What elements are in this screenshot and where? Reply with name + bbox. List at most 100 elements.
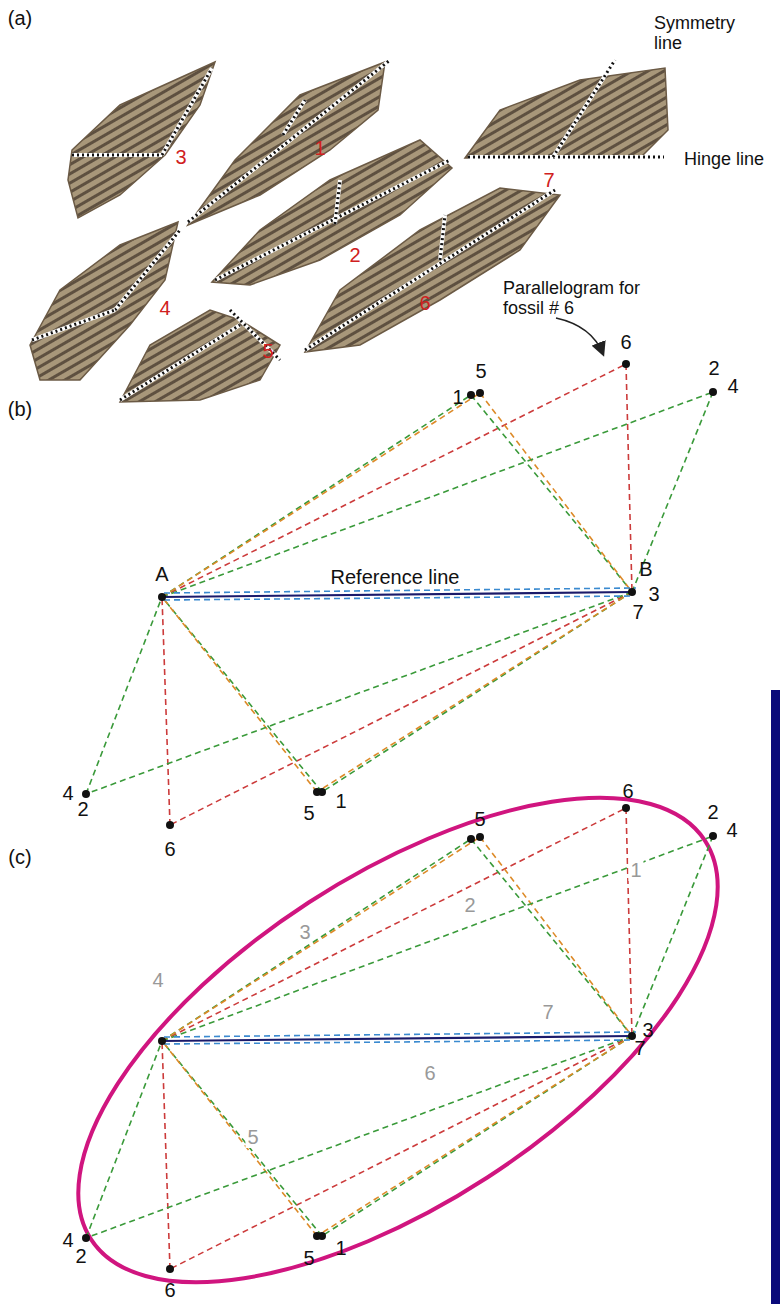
dashed-line [632, 836, 713, 1036]
point-label: (a) [8, 7, 32, 29]
point-dot [166, 821, 174, 829]
dashed-line [162, 597, 170, 825]
dotted-line [335, 180, 340, 224]
point-label: 1 [628, 859, 643, 881]
dashed-line [162, 1041, 317, 1236]
dotted-line [468, 156, 664, 159]
dotted-line [188, 60, 390, 222]
point-label: 2 [462, 894, 477, 916]
point-label: B [639, 558, 652, 580]
dashed-line [626, 364, 632, 592]
point-label: 3 [175, 146, 186, 168]
line-underlay [215, 160, 450, 280]
point-label: (c) [8, 846, 31, 868]
dashed-line [170, 1036, 632, 1269]
dashed-line [480, 393, 632, 592]
reference-line [162, 1036, 632, 1041]
dashed-line [86, 1036, 632, 1238]
dashed-line [317, 592, 632, 792]
point-label: 1 [314, 137, 325, 159]
point-label: 7 [543, 169, 554, 191]
point-label: 7 [632, 601, 643, 623]
point-dot [318, 788, 326, 796]
dashed-line [162, 597, 322, 792]
point-dot [82, 790, 90, 798]
point-dot [476, 833, 484, 841]
dotted-line [32, 310, 115, 340]
point-dot [476, 389, 484, 397]
line-underlay [283, 100, 305, 135]
point-label: 2 [77, 798, 88, 820]
point-dot [467, 391, 475, 399]
line-underlay [553, 60, 615, 157]
dotted-line [305, 190, 555, 350]
line-underlay [72, 153, 162, 157]
point-label: 4 [727, 375, 738, 397]
point-label: 4 [726, 819, 737, 841]
point-label: 3 [297, 921, 312, 943]
point-label: 1 [335, 1237, 346, 1259]
point-label: 3 [648, 583, 659, 605]
point-label: 7 [634, 1037, 645, 1059]
line-underlay [162, 68, 212, 155]
dashed-line [480, 837, 632, 1036]
fossils [30, 62, 668, 402]
point-dot [709, 388, 717, 396]
dotted-line [553, 60, 615, 157]
dashed-line [471, 839, 632, 1036]
point-dot [467, 835, 475, 843]
point-dot [318, 1232, 326, 1240]
point-label: 7 [540, 1001, 555, 1023]
point-dot [158, 1037, 166, 1045]
point-label: 5 [303, 1247, 314, 1269]
line-underlay [120, 325, 240, 400]
slide-background [771, 690, 780, 1304]
dashed-line [626, 808, 632, 1036]
point-label: Parallelogram for fossil # 6 [503, 279, 653, 319]
dashed-line [162, 392, 713, 597]
dashed-line [86, 592, 632, 794]
dotted-line [162, 68, 212, 155]
dashed-line [162, 1041, 322, 1236]
point-label: 2 [349, 244, 360, 266]
dashed-line [471, 395, 632, 592]
line-underlay [440, 215, 445, 260]
point-dot [622, 804, 630, 812]
point-label: (b) [8, 398, 32, 420]
reference-line [162, 592, 632, 597]
dashed-line [86, 597, 162, 794]
line-underlay [468, 155, 664, 159]
point-label: 5 [475, 360, 486, 382]
dashed-line [162, 597, 317, 792]
point-label: 6 [422, 1062, 437, 1084]
point-label: 4 [62, 782, 73, 804]
point-label: 1 [452, 386, 463, 408]
dotted-line [440, 215, 445, 260]
dashed-line [162, 836, 713, 1041]
dashed-line [162, 393, 480, 597]
dotted-line [120, 325, 240, 400]
point-label: 4 [62, 1229, 73, 1251]
dashed-line [162, 808, 626, 1041]
point-label: 6 [620, 331, 631, 353]
point-label: 4 [150, 969, 165, 991]
point-label: 5 [303, 802, 314, 824]
point-label: 5 [474, 808, 485, 830]
point-label: 4 [159, 297, 170, 319]
dashed-line [162, 364, 626, 597]
point-label: 2 [707, 801, 718, 823]
point-label: Reference line [331, 566, 460, 588]
point-label: A [155, 563, 168, 585]
dotted-line [283, 100, 305, 135]
parallelograms [82, 360, 717, 1273]
dashed-line [632, 392, 713, 592]
dashed-line [162, 1041, 170, 1269]
dashed-line [317, 1036, 632, 1236]
line-underlay [32, 310, 115, 340]
line-underlay [335, 180, 340, 224]
point-label: Hinge line [684, 150, 764, 170]
point-label: 6 [419, 292, 430, 314]
point-label: 6 [164, 838, 175, 860]
dashed-line [162, 837, 480, 1041]
